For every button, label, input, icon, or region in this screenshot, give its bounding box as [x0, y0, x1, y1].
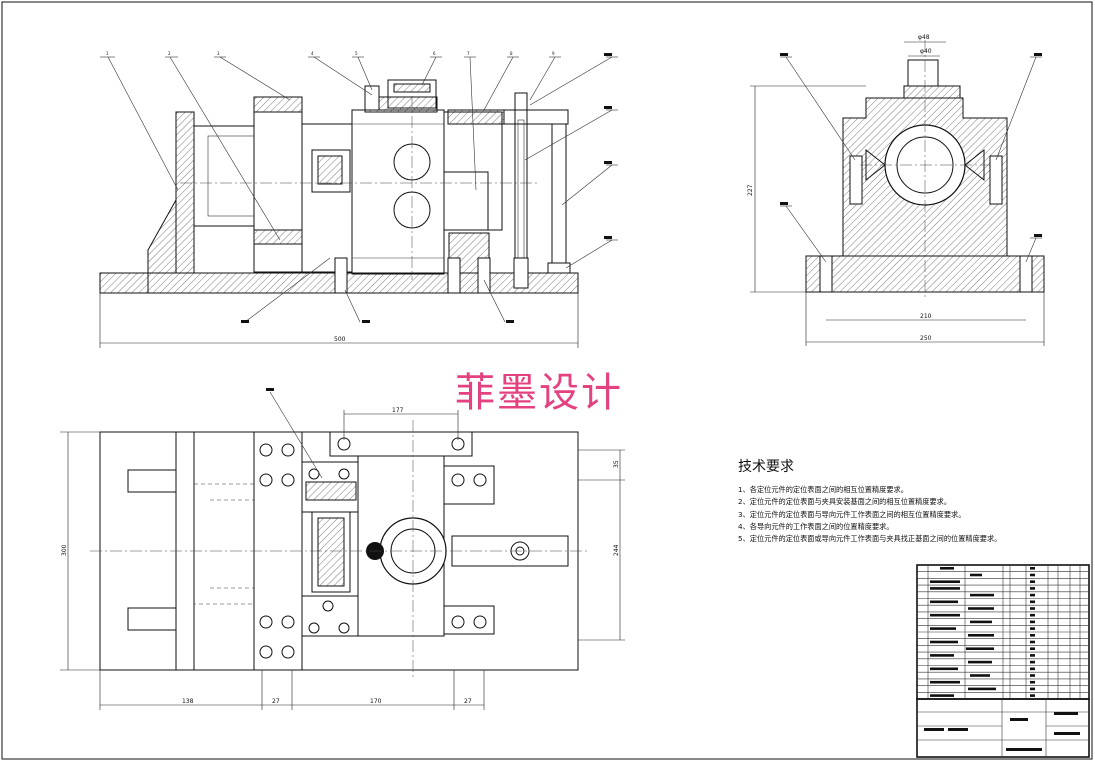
- dim-plan-right: 244: [613, 544, 620, 556]
- balloon-9: 9: [552, 51, 555, 56]
- balloon-2: 2: [168, 51, 171, 56]
- dim-plan-top-span: 177: [392, 407, 404, 414]
- title-block: [916, 698, 1090, 758]
- dim-plan-height: 300: [61, 544, 68, 556]
- tech-requirement-1: 1、各定位元件的定位表面之间的相互位置精度要求。: [738, 485, 908, 494]
- plan-view: 300 244 35 177 138 27 170 27: [60, 388, 625, 710]
- dim-plan-bottom-1: 138: [182, 698, 194, 705]
- tech-requirements-title: 技术要求: [738, 459, 794, 475]
- balloon-5: 5: [355, 51, 358, 56]
- side-view: 227 210 250 φ48 φ40: [747, 34, 1045, 346]
- dim-side-height: 227: [747, 184, 754, 196]
- front-view: 500: [99, 53, 618, 348]
- dim-bore-top2: φ40: [920, 48, 932, 55]
- front-leaders: [100, 56, 618, 323]
- dim-bore-top1: φ48: [918, 34, 930, 41]
- watermark: 菲墨设计: [455, 370, 623, 416]
- parts-list-table: [916, 564, 1090, 700]
- tech-requirement-4: 4、各导向元件的工作表面之间的位置精度要求。: [738, 521, 894, 531]
- front-left-upright: [175, 111, 195, 274]
- balloon-6: 6: [433, 51, 436, 56]
- balloon-3: 3: [217, 51, 220, 56]
- dim-plan-bottom-2: 27: [272, 698, 280, 705]
- tech-requirement-3: 3、定位元件的定位表面与导向元件工作表面之间的相互位置精度要求。: [738, 509, 966, 519]
- balloon-8: 8: [510, 51, 513, 56]
- dim-front-width: 500: [334, 336, 346, 343]
- balloon-1: 1: [106, 51, 109, 56]
- balloon-4: 4: [311, 51, 314, 56]
- tech-requirement-5: 5、定位元件的定位表面或导向元件工作表面与夹具找正基面之间的位置精度要求。: [738, 534, 1002, 544]
- dim-plan-bottom-3: 170: [370, 698, 382, 705]
- dim-plan-top-right: 35: [613, 460, 620, 468]
- technical-requirements: 技术要求 1、各定位元件的定位表面之间的相互位置精度要求。 2、定位元件的定位表…: [738, 456, 1058, 545]
- front-balloons: 1 2 3 4 5 6 7 8 9: [106, 51, 555, 56]
- dim-plan-bottom-4: 27: [464, 698, 472, 705]
- balloon-7: 7: [467, 51, 470, 56]
- tech-requirement-2: 2、定位元件的定位表面与夹具安装基面之间的相互位置精度要求。: [738, 497, 952, 507]
- dim-side-inner: 210: [920, 313, 932, 320]
- front-balloon-marks: [241, 53, 612, 323]
- front-left-support: [147, 198, 177, 274]
- dim-side-width: 250: [920, 335, 932, 342]
